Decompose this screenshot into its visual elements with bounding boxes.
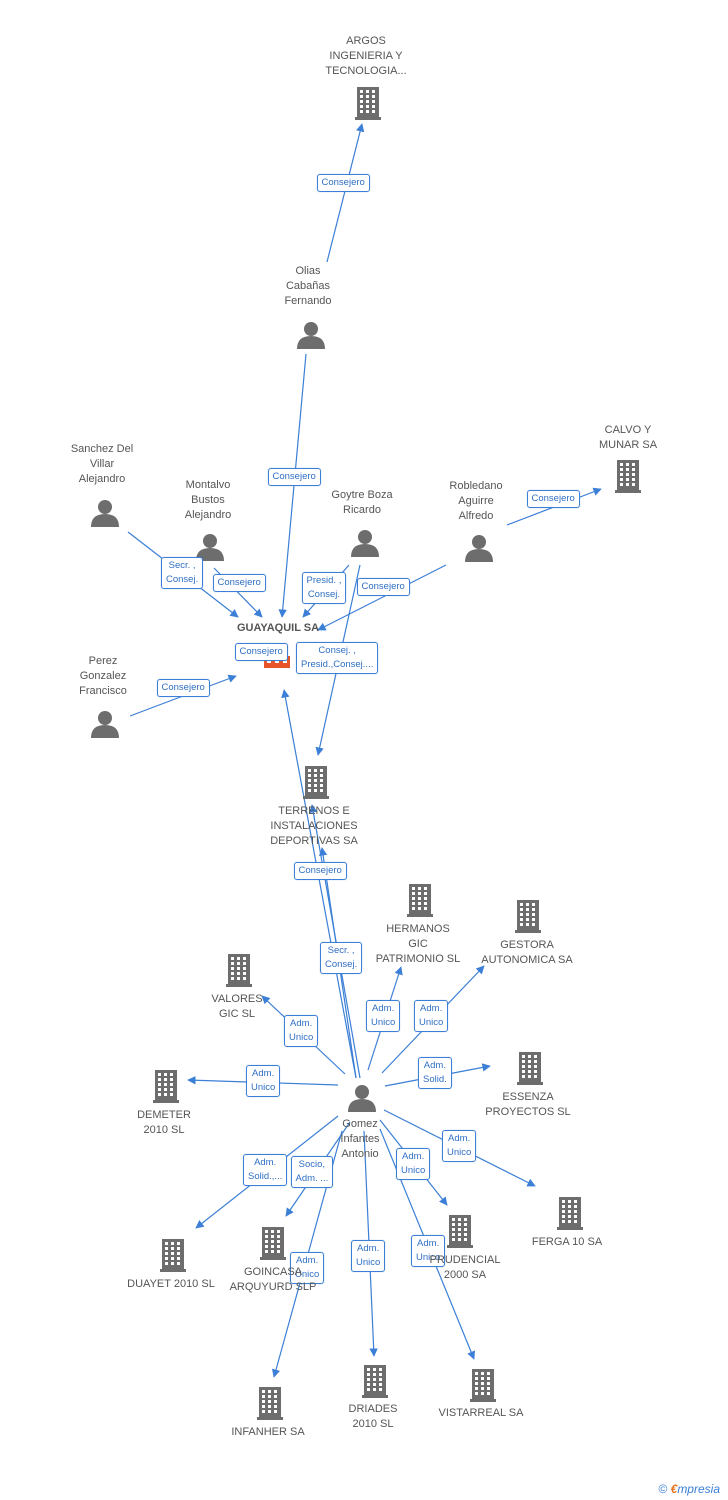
- brand-logo-text: mpresia: [677, 1482, 720, 1496]
- node-label-vistarreal[interactable]: VISTARREAL SA: [438, 1407, 524, 1419]
- edge-label-gomez-goincasa[interactable]: Socio, Adm. ...: [290, 1156, 334, 1188]
- person-icon[interactable]: [351, 530, 379, 557]
- person-icon[interactable]: [91, 711, 119, 738]
- building-icon[interactable]: [257, 1387, 283, 1420]
- node-label-ferga[interactable]: FERGA 10 SA: [531, 1236, 603, 1248]
- node-label-valores[interactable]: VALORES GIC SL: [211, 993, 263, 1020]
- brand-logo-e: €: [670, 1482, 678, 1496]
- building-icon[interactable]: [615, 460, 641, 493]
- building-icon[interactable]: [407, 884, 433, 917]
- node-label-demeter[interactable]: DEMETER 2010 SL: [137, 1109, 191, 1136]
- edge-label-olias-argos[interactable]: Consejero: [316, 174, 370, 192]
- edge-label-goytre-guayaquil[interactable]: Presid. , Consej.: [301, 572, 347, 604]
- node-label-goincasa[interactable]: GOINCASA ARQUYURD SLP: [229, 1266, 317, 1293]
- node-label-calvo[interactable]: CALVO Y MUNAR SA: [598, 424, 658, 451]
- node-label-sanchez[interactable]: Sanchez Del Villar Alejandro: [70, 443, 134, 485]
- node-label-gomez[interactable]: Gomez Infantes Antonio: [340, 1118, 380, 1160]
- node-label-infanher[interactable]: INFANHER SA: [231, 1426, 305, 1438]
- building-icon[interactable]: [447, 1215, 473, 1248]
- edge-label-gomez-guayaquil[interactable]: Consejero: [234, 643, 288, 661]
- node-label-driades[interactable]: DRIADES 2010 SL: [348, 1403, 398, 1430]
- node-label-goytre[interactable]: Goytre Boza Ricardo: [331, 489, 393, 516]
- edge-label-robledano-guayaquil[interactable]: Consejero: [356, 578, 410, 596]
- person-icon[interactable]: [91, 500, 119, 527]
- building-icon[interactable]: [153, 1070, 179, 1103]
- edge-olias-argos: [326, 123, 365, 263]
- edge-label-gomez-driades[interactable]: Adm. Unico: [351, 1240, 386, 1272]
- edge-label-robledano-calvo[interactable]: Consejero: [526, 490, 580, 508]
- node-label-perez[interactable]: Perez Gonzalez Francisco: [79, 655, 127, 697]
- edge-label-gomez-terrenos-b[interactable]: Secr. , Consej.: [320, 942, 363, 974]
- person-icon[interactable]: [196, 534, 224, 561]
- node-label-olias[interactable]: Olias Cabañas Fernando: [284, 265, 332, 307]
- edge-label-gomez-duayet[interactable]: Adm. Solid.,...: [243, 1154, 288, 1186]
- person-icon[interactable]: [348, 1085, 376, 1112]
- building-icon[interactable]: [226, 954, 252, 987]
- node-label-montalvo[interactable]: Montalvo Bustos Alejandro: [184, 479, 232, 521]
- edge-label-gomez-prudencial[interactable]: Adm. Unico: [396, 1148, 431, 1180]
- person-icon[interactable]: [297, 322, 325, 349]
- node-label-guayaquil[interactable]: GUAYAQUIL SA: [236, 622, 320, 634]
- edge-gomez-guayaquil: [281, 689, 357, 1079]
- edge-label-gomez-vistarreal[interactable]: Adm. Unico: [411, 1235, 446, 1267]
- edge-label-gomez-demeter[interactable]: Adm. Unico: [246, 1065, 281, 1097]
- building-icon[interactable]: [517, 1052, 543, 1085]
- copyright-footer: © €mpresia: [658, 1482, 720, 1496]
- edge-label-gomez-gestora[interactable]: Adm. Unico: [414, 1000, 449, 1032]
- node-label-robledano[interactable]: Robledano Aguirre Alfredo: [449, 480, 503, 522]
- building-icon[interactable]: [515, 900, 541, 933]
- edge-robledano-guayaquil: [317, 564, 447, 631]
- node-label-argos[interactable]: ARGOS INGENIERIA Y TECNOLOGIA...: [325, 35, 407, 77]
- building-icon[interactable]: [557, 1197, 583, 1230]
- node-label-prudencial[interactable]: PRUDENCIAL 2000 SA: [429, 1254, 501, 1281]
- copyright-symbol: ©: [658, 1482, 668, 1496]
- edge-label-perez-guayaquil[interactable]: Consejero: [156, 679, 210, 697]
- edge-label-goytre-terrenos[interactable]: Consej. , Presid.,Consej....: [296, 642, 379, 674]
- building-icon[interactable]: [303, 766, 329, 799]
- building-icon[interactable]: [160, 1239, 186, 1272]
- building-icon[interactable]: [355, 87, 381, 120]
- edge-label-gomez-terrenos-a[interactable]: Consejero: [293, 862, 347, 880]
- edge-label-gomez-valores[interactable]: Adm. Unico: [284, 1015, 319, 1047]
- node-label-terrenos[interactable]: TERRENOS E INSTALACIONES DEPORTIVAS SA: [270, 805, 358, 847]
- node-label-gestora[interactable]: GESTORA AUTONOMICA SA: [481, 939, 573, 966]
- edge-label-sanchez-guayaquil[interactable]: Secr. , Consej.: [161, 557, 204, 589]
- edge-label-olias-guayaquil[interactable]: Consejero: [267, 468, 321, 486]
- edge-label-gomez-essenza[interactable]: Adm. Solid.: [418, 1057, 452, 1089]
- edge-label-gomez-ferga[interactable]: Adm. Unico: [442, 1130, 477, 1162]
- node-label-hermanos[interactable]: HERMANOS GIC PATRIMONIO SL: [375, 923, 461, 965]
- building-icon[interactable]: [260, 1227, 286, 1260]
- building-icon[interactable]: [470, 1369, 496, 1402]
- edge-gomez-terrenos-b: [309, 804, 361, 1079]
- node-label-duayet[interactable]: DUAYET 2010 SL: [127, 1278, 215, 1290]
- edge-label-montalvo-guayaquil[interactable]: Consejero: [212, 574, 266, 592]
- node-label-essenza[interactable]: ESSENZA PROYECTOS SL: [485, 1091, 571, 1118]
- edge-label-gomez-hermanos[interactable]: Adm. Unico: [366, 1000, 401, 1032]
- person-icon[interactable]: [465, 535, 493, 562]
- edge-label-gomez-infanher[interactable]: Adm. Unico: [290, 1252, 325, 1284]
- building-icon[interactable]: [362, 1365, 388, 1398]
